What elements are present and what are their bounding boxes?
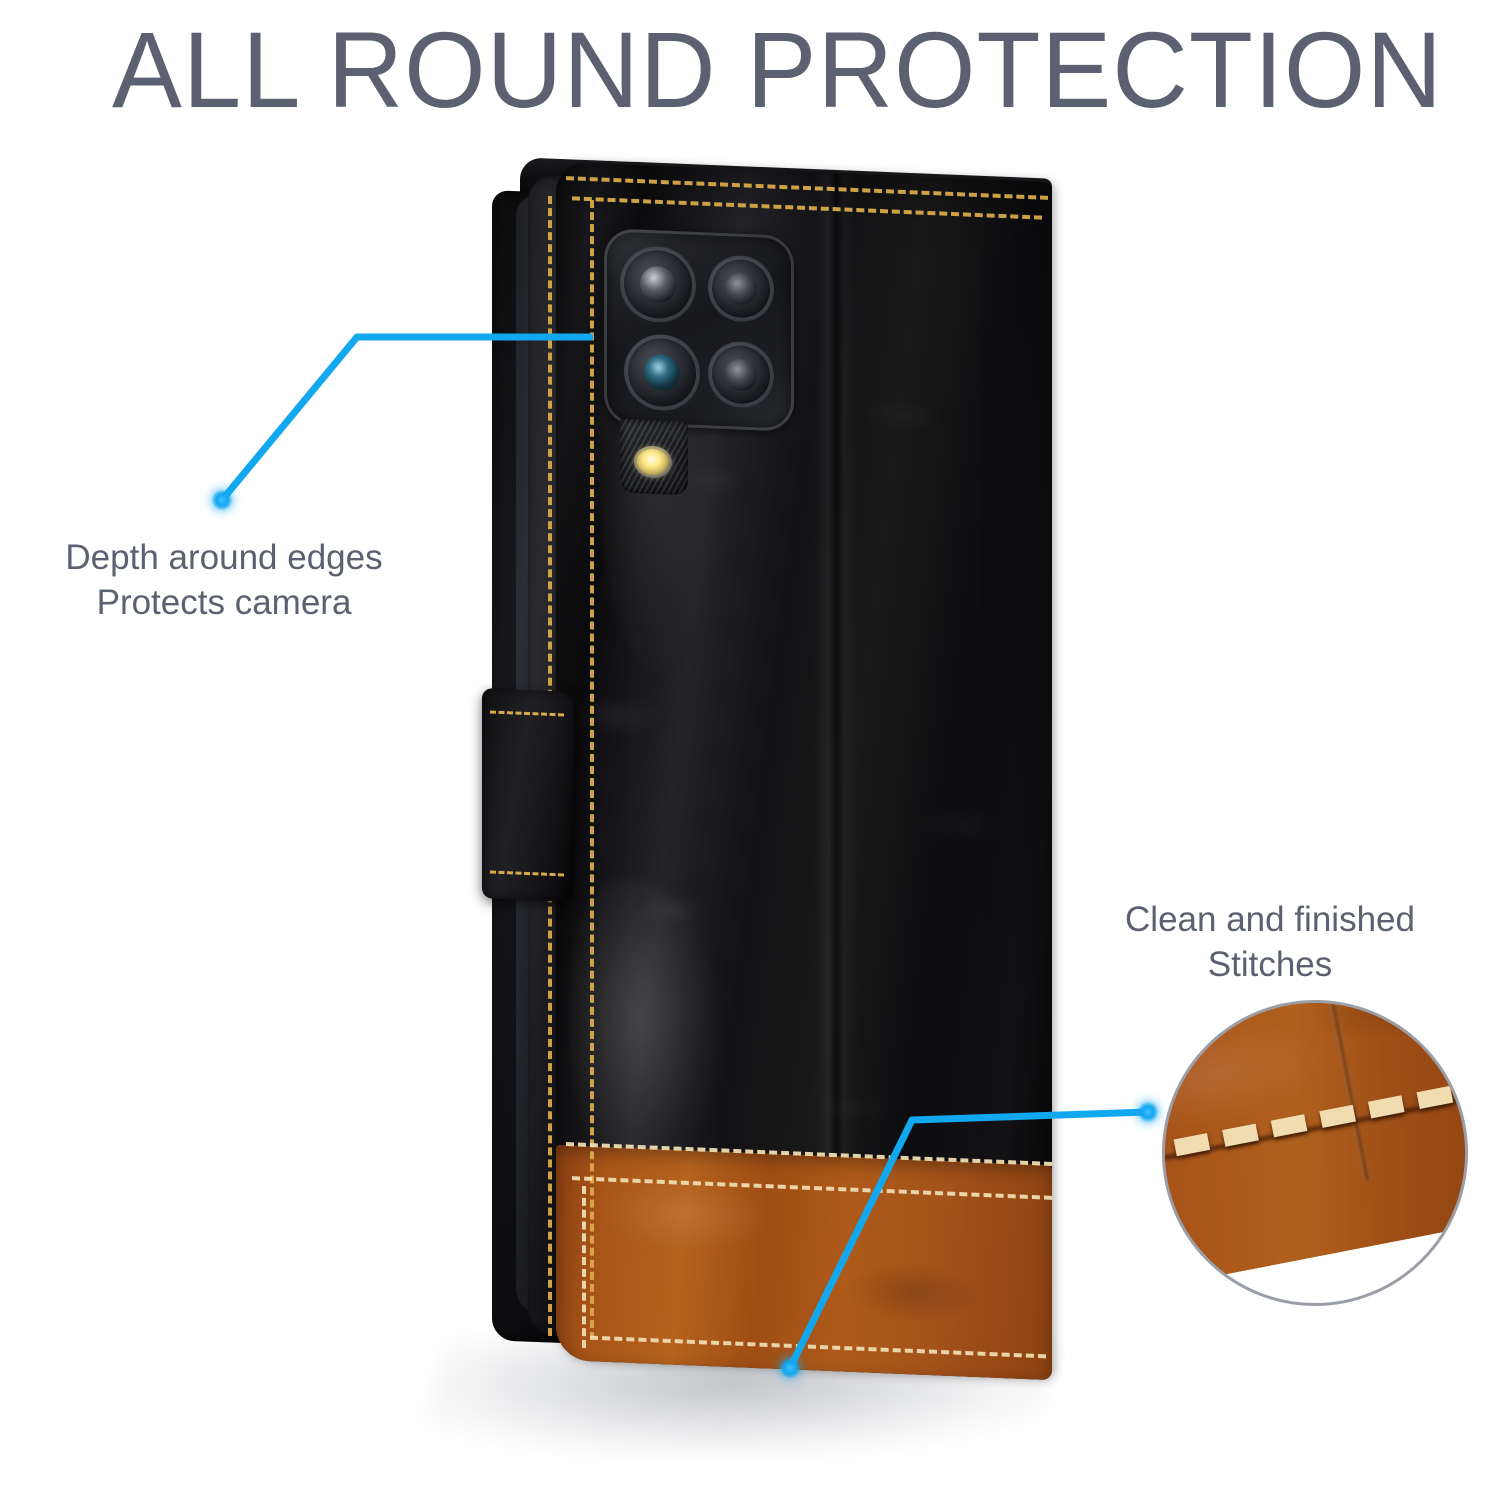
flash-strip	[620, 418, 688, 496]
callout-dot-icon	[1138, 1102, 1158, 1122]
callout-label-stitches: Clean and finished Stitches	[1100, 898, 1440, 988]
camera-module	[604, 228, 794, 432]
camera-lens-icon	[708, 340, 774, 410]
led-flash-icon	[634, 445, 672, 479]
page-title: ALL ROUND PROTECTION	[112, 9, 1444, 130]
callout-dot-icon	[780, 1358, 800, 1378]
camera-lens-icon	[708, 254, 774, 324]
callout-dot-icon	[212, 490, 232, 510]
lens-glass	[725, 358, 757, 392]
brown-leather-panel	[556, 1144, 1052, 1381]
callout-line-2: Protects camera	[96, 582, 352, 622]
lens-glass	[725, 272, 757, 306]
strap-stitch-top	[490, 710, 564, 717]
stitch-detail-inset	[1162, 1000, 1468, 1306]
lens-glass	[643, 353, 681, 392]
lens-glass	[639, 265, 677, 304]
callout-line-2: Stitches	[1207, 944, 1333, 984]
callout-line-1: Clean and finished	[1125, 900, 1415, 939]
callout-label-camera: Depth around edges Protects camera	[54, 536, 394, 626]
callout-line-1: Depth around edges	[65, 538, 383, 577]
strap-stitch-bottom	[490, 870, 564, 877]
case-closure-strap	[482, 688, 574, 902]
camera-lens-icon	[624, 332, 700, 413]
camera-lens-icon	[620, 244, 696, 324]
